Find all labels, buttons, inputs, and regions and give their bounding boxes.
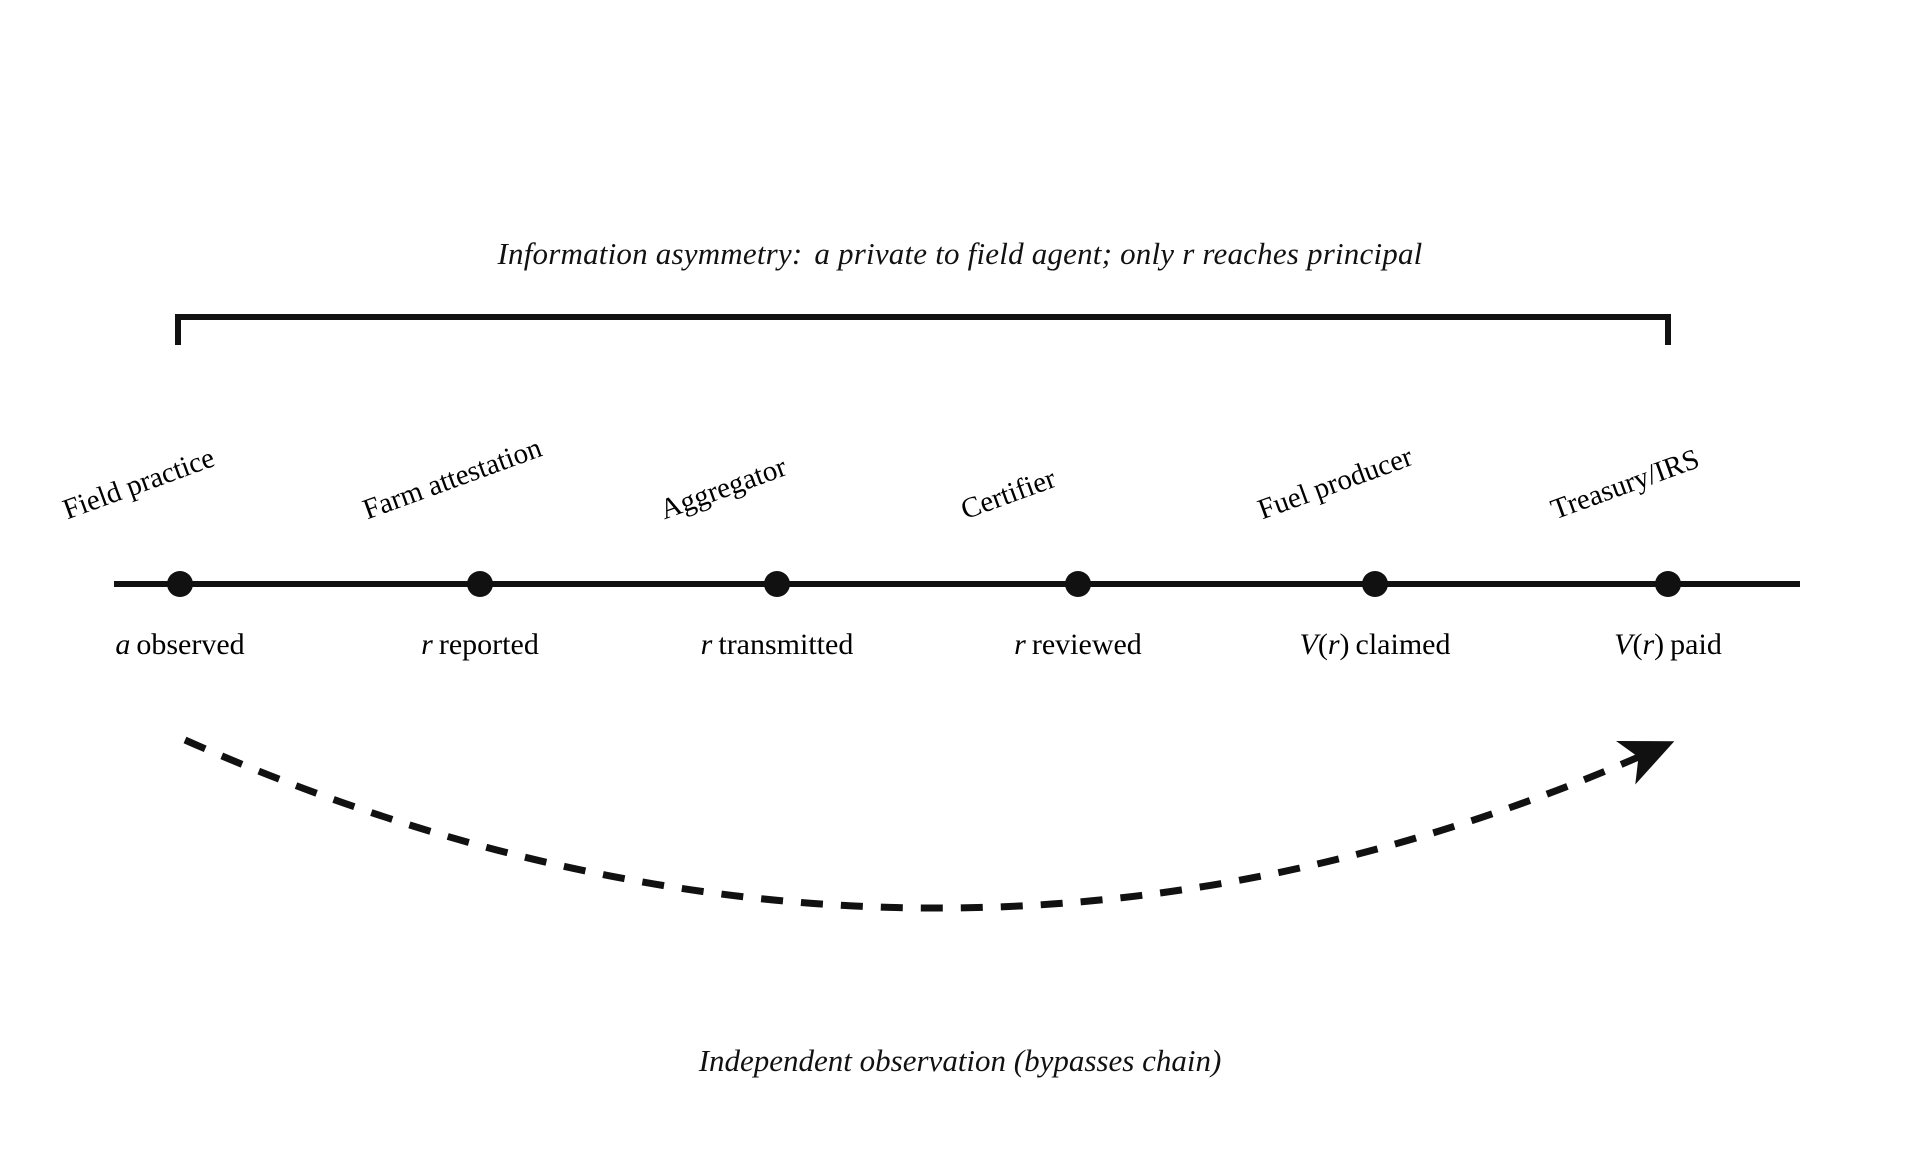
timeline-node-dots [167, 571, 1681, 597]
event-word-certifier: reviewed [1025, 628, 1142, 661]
timeline-dot-certifier[interactable] [1065, 571, 1091, 597]
event-label-certifier: r reviewed [1014, 628, 1142, 662]
event-symbol-aggregator: r [700, 628, 713, 661]
event-label-aggregator: r transmitted [701, 628, 854, 662]
event-symbol-treasury-irs: V(r) [1614, 628, 1665, 661]
event-word-aggregator: transmitted [712, 628, 854, 661]
timeline-dot-treasury-irs[interactable] [1655, 571, 1681, 597]
timeline-dot-fuel-producer[interactable] [1362, 571, 1388, 597]
event-label-farm-attestation: r reported [421, 628, 539, 662]
asymmetry-caption-body: a private to field agent; only r reaches… [814, 236, 1423, 271]
event-word-treasury-irs: paid [1664, 628, 1722, 661]
event-label-fuel-producer: V(r) claimed [1300, 628, 1451, 662]
event-symbol-certifier: r [1014, 628, 1026, 661]
timeline-dot-field-practice[interactable] [167, 571, 193, 597]
event-word-field-practice: observed [130, 628, 245, 661]
event-symbol-field-practice: a [115, 628, 131, 661]
asymmetry-bracket [175, 314, 1671, 345]
event-word-fuel-producer: claimed [1349, 628, 1451, 661]
event-label-field-practice: a observed [115, 628, 244, 662]
event-symbol-farm-attestation: r [421, 628, 433, 661]
event-word-farm-attestation: reported [432, 628, 539, 661]
information-asymmetry-caption: Information asymmetry: a private to field… [0, 236, 1920, 272]
timeline-dot-aggregator[interactable] [764, 571, 790, 597]
event-label-treasury-irs: V(r) paid [1614, 628, 1722, 662]
asymmetry-caption-prefix: Information asymmetry: [497, 236, 803, 271]
bypass-arrow-group [183, 736, 1675, 912]
event-symbol-fuel-producer: V(r) [1299, 628, 1350, 661]
timeline-dot-farm-attestation[interactable] [467, 571, 493, 597]
bypass-caption: Independent observation (bypasses chain) [698, 1043, 1222, 1078]
